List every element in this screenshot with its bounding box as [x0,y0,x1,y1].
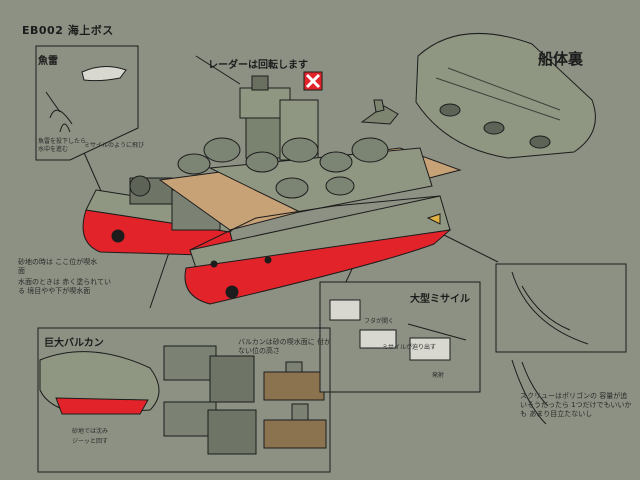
hand-vulcan-2: ジーッと回す [72,438,109,445]
torpedo-label: 魚雷 [38,56,58,67]
hand-missile-1: フタが開く [364,318,395,325]
note-screw: スクリューはポリゴンの 容量が追いそうだったら 1つだけでもいいかも あまり目立… [520,392,632,418]
hand-vulcan-1: 砂地では沈み [72,428,109,435]
big-missile-label: 大型ミサイル [410,294,470,305]
screw-sketch [495,263,627,425]
hand-torpedo-3: ミサイルのように飛び [84,142,145,149]
hand-torpedo-1: 魚雷を投下したら [38,138,87,145]
note-sand: 砂地の時は ここ位が喫水面 [18,258,98,275]
note-vulcan-height: バルカンは砂の喫水面に 付かない位の高さ [238,338,332,355]
hull-bottom-label: 船体裏 [538,50,584,68]
hand-missile-2: ミサイルが迫り出す [382,344,437,351]
giant-vulcan-gun [129,175,221,231]
hand-missile-3: 発射 [432,372,445,379]
big-missile-panel [319,281,481,393]
radar-marker [303,71,323,91]
hand-torpedo-2: 水中を進む [38,146,69,153]
torpedo-sketch [35,45,139,161]
small-aircraft [360,99,399,125]
turrets [177,137,389,199]
giant-vulcan-label: 巨大バルカン [44,338,104,349]
hull-bottom-view [415,32,596,159]
giant-vulcan-panel [37,327,331,473]
sheet-title: EB002 海上ボス [22,24,114,37]
note-water: 水面のときは 赤く塗られている 境目やや下が喫水面 [18,278,112,295]
right-hull [184,195,452,305]
radar-label: レーダーは回転します [208,60,308,71]
